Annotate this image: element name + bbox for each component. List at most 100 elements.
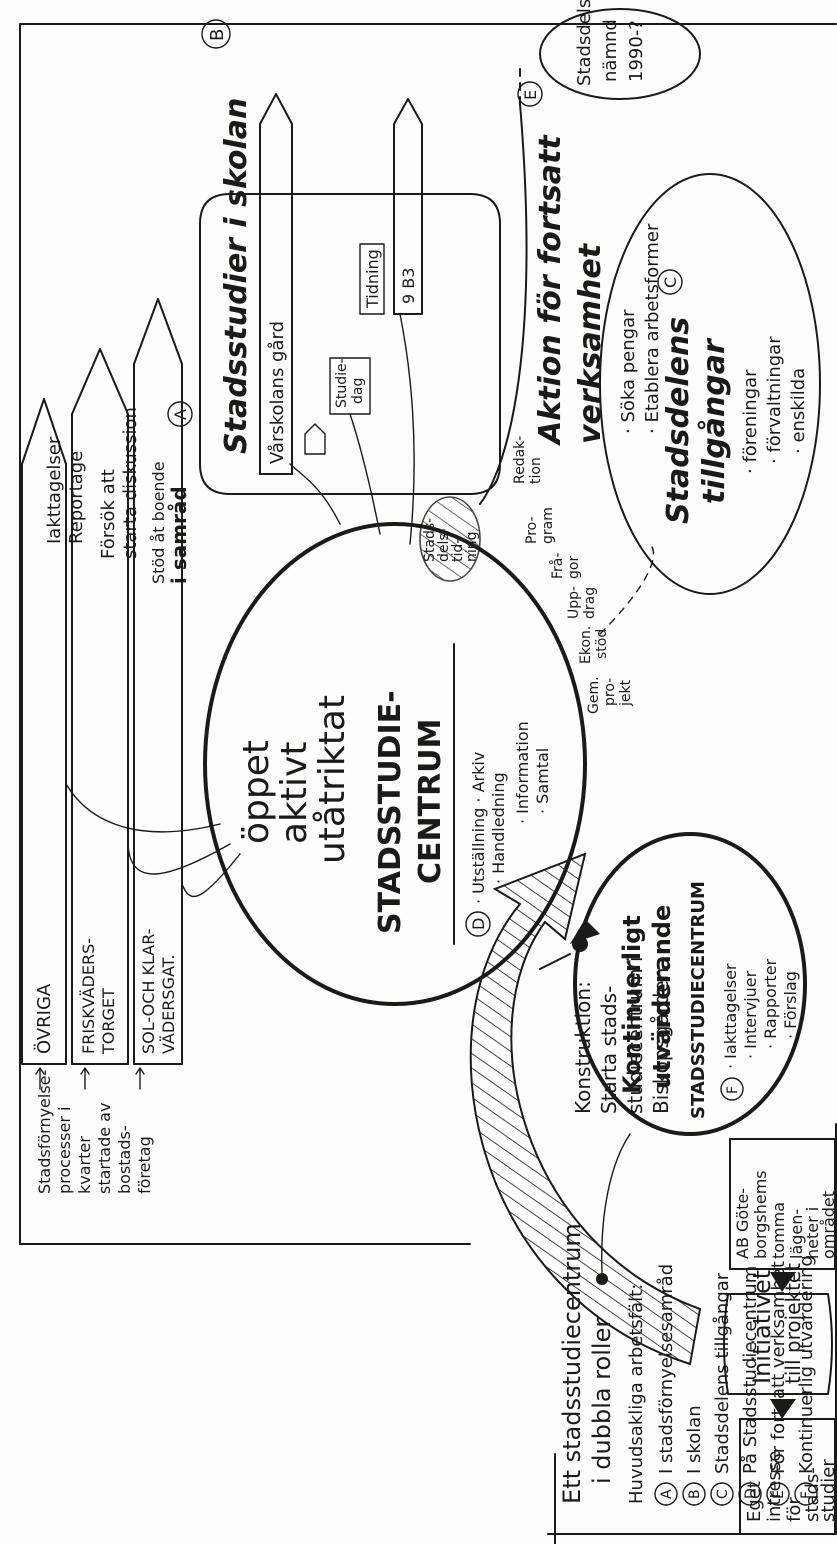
arrow-label-friskvaders: TORGET xyxy=(99,988,118,1055)
utvardering-bullet: · Förslag xyxy=(781,971,800,1039)
processer-line: processer i xyxy=(55,1107,74,1194)
ab-line: heter i xyxy=(803,1207,822,1259)
processer-intro: Stadsförnyelse- processer i kvarter star… xyxy=(35,1070,154,1194)
studiedag-line: dag xyxy=(350,378,366,404)
tidning-line: Stads- xyxy=(422,518,438,562)
tillgangar-title: tillgångar xyxy=(697,337,732,504)
outer-frame-line xyxy=(19,23,837,1245)
small-label: gor xyxy=(566,556,582,579)
roles-pointer xyxy=(601,1133,631,1274)
legend-text: På Stadsstudiecentrum xyxy=(740,1266,761,1474)
utvardering-title: utvärderande xyxy=(648,905,676,1089)
small-label: jekt xyxy=(618,679,634,707)
aktion-title: Aktion för fortsatt xyxy=(533,134,568,446)
ab-line: lägen- xyxy=(787,1209,806,1259)
school-arrow-2 xyxy=(393,98,423,315)
ab-line: AB Göte- xyxy=(733,1188,752,1259)
goal-forsok: Försök att xyxy=(98,469,119,559)
arrow-label-ovriga: ÖVRIGA xyxy=(33,983,55,1054)
tidning-line: tid- xyxy=(450,539,466,562)
utvardering-bullet: · Iakttagelser xyxy=(721,963,740,1069)
arrow-icon xyxy=(135,1067,145,1090)
konstruktion-text: Konstruktion: Starta stads- studiecentru… xyxy=(571,956,673,1114)
redaktion-line: Redak- xyxy=(512,436,528,484)
house-icon xyxy=(304,423,326,455)
arrow-icon xyxy=(35,1067,45,1090)
goal-iakttagelser: Iakttagelser xyxy=(44,436,65,544)
center-heading: öppet xyxy=(236,740,277,844)
center-heading: aktivt xyxy=(274,742,315,844)
redaktion-line: tion xyxy=(528,457,544,484)
center-item: · Information xyxy=(513,721,532,824)
bullet-dot-icon xyxy=(596,1273,608,1285)
process-arrow-ovriga: ÖVRIGA xyxy=(21,398,67,1065)
arrow-to-aktion xyxy=(479,103,528,505)
dashed-link xyxy=(599,543,655,635)
eget-line: stads- xyxy=(802,1467,823,1522)
legend-letter: A xyxy=(659,1489,675,1499)
process-arrow-friskvaders: FRISKVÄDERS- TORGET xyxy=(71,348,129,1065)
legend-items: A I stadsförnyelsesamråd B I skolan C St… xyxy=(654,1255,818,1506)
konstruktion-line: Biskopsgården xyxy=(649,968,673,1114)
tillgangar-bullet: · förvaltningar xyxy=(764,336,785,464)
processer-line: startade av xyxy=(95,1103,114,1194)
small-label: Frå- xyxy=(549,553,566,579)
small-label: drag xyxy=(582,587,598,619)
utvardering-title: Kontinuerligt xyxy=(618,915,646,1094)
namnd-line: nämnd xyxy=(600,19,621,82)
legend-item-d: D På Stadsstudiecentrum xyxy=(738,1266,762,1506)
tillgangar-bullet: · föreningar xyxy=(740,369,761,474)
school-tidning: Tidning xyxy=(363,249,382,309)
arrow-to-samrad xyxy=(181,853,241,898)
small-label: pro- xyxy=(602,678,618,706)
aktion-bullet: · Söka pengar xyxy=(618,309,639,434)
initiativet-line: Initiativet xyxy=(748,1270,776,1384)
legend-text: För fortsatt verksamhet xyxy=(768,1261,789,1474)
small-label: Upp- xyxy=(566,586,582,619)
small-label: Pro- xyxy=(524,516,540,544)
process-arrow-solklar: SOL-OCH KLAR- VÄDERSGAT. xyxy=(133,298,183,1065)
legend-item-e: E För fortsatt verksamhet xyxy=(766,1261,790,1506)
school-title: Stadsstudier i skolan xyxy=(219,98,254,454)
center-heading: utåtriktat xyxy=(312,695,353,864)
arrow-icon xyxy=(80,1067,90,1090)
legend-letter: F xyxy=(799,1491,815,1499)
letter-c: C xyxy=(661,277,680,288)
arrowhead-icon xyxy=(570,919,600,944)
eget-line: intresse xyxy=(764,1451,785,1522)
arrow-to-reportage xyxy=(65,783,221,833)
small-label: Gem. xyxy=(586,676,602,714)
school-item-1: Vårskolans gård xyxy=(267,321,288,464)
goal-reportage: Reportage xyxy=(66,451,87,544)
school-box: Stadsstudier i skolan B Vårskolans gård … xyxy=(199,19,501,495)
tidning-line: dels- xyxy=(436,528,452,562)
arrow-to-school xyxy=(289,463,341,525)
ab-line: området xyxy=(819,1191,837,1259)
namnd-line: Stadsdels- xyxy=(574,0,595,86)
legend-text: Kontinuerlig utvärdering xyxy=(796,1255,817,1474)
small-label: gram xyxy=(540,507,556,544)
letter-e: E xyxy=(521,90,540,100)
legend-text: I skolan xyxy=(684,1405,705,1474)
triangle-arrow-icon xyxy=(770,1399,796,1419)
center-item: · Utställning · Arkiv xyxy=(469,752,488,904)
stadsdelstidning-blob: Stads- dels- tid- ning xyxy=(419,496,481,582)
legend-letter: B xyxy=(687,1489,703,1499)
utvardering-bullet: · Intervjuer xyxy=(741,970,760,1059)
center-title: STADSSTUDIE- xyxy=(373,690,408,934)
tillgangar-bullet: · enskilda xyxy=(788,368,809,454)
start-ab-goteborgshem: AB Göte- borgshems tomma lägen- heter i … xyxy=(729,1138,837,1270)
arrow-to-school xyxy=(349,413,381,535)
ab-line: tomma xyxy=(769,1202,788,1259)
utvardering-title: STADSSTUDIECENTRUM xyxy=(688,881,709,1119)
legend-heading: Huvudsakliga arbetsfält: xyxy=(626,1284,647,1504)
konstruktion-arrow xyxy=(469,852,702,1366)
arrow-label-friskvaders: FRISKVÄDERS- xyxy=(79,938,98,1054)
roles-title: Ett stadsstudiecentrum xyxy=(558,1223,586,1504)
legend-letter: D xyxy=(743,1488,759,1499)
center-stadsstudiecentrum: öppet aktivt utåtriktat STADSSTUDIE- CEN… xyxy=(203,522,587,1006)
letter-f-badge: F xyxy=(720,1077,744,1101)
aktion-bullet: · Etablera arbetsformer xyxy=(642,223,663,434)
